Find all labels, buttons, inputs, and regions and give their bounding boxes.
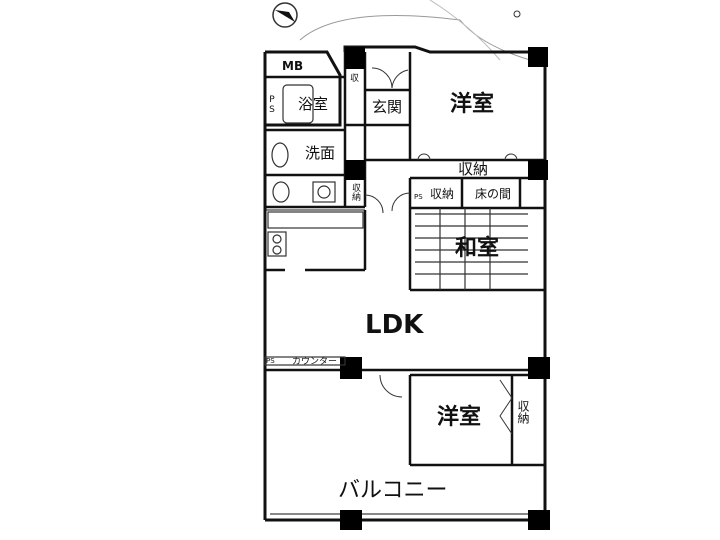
fixtures	[264, 84, 528, 366]
compass-icon	[272, 2, 298, 28]
stove-icon	[267, 231, 287, 257]
room-ldk: LDK	[365, 310, 424, 340]
toilet-icon	[271, 142, 289, 168]
room-entrance: 玄関	[372, 98, 403, 116]
marker-icon	[513, 10, 521, 18]
room-tokonoma: 床の間	[475, 187, 512, 201]
room-storage-top: 収	[350, 74, 360, 84]
pillars	[340, 47, 550, 530]
room-balcony: バルコニー	[338, 478, 448, 503]
room-closet-bottom: 収納	[516, 400, 530, 424]
door-swings	[364, 67, 518, 435]
room-japanese: 和室	[455, 236, 500, 261]
room-storage-mid: 収納	[350, 183, 360, 201]
inner-walls	[265, 52, 545, 467]
outer-walls	[263, 45, 547, 522]
room-mb: MB	[282, 59, 304, 73]
counter-shelf	[264, 356, 346, 366]
exterior-curve	[299, 15, 531, 61]
room-washroom: 洗面	[305, 144, 336, 162]
sink-icon	[317, 185, 331, 199]
room-bath: 浴室	[298, 95, 329, 113]
kitchen-counter	[267, 211, 364, 229]
room-closet-top: 収納	[458, 160, 489, 178]
room-counter: カウンター	[292, 357, 338, 367]
room-western-top: 洋室	[450, 92, 495, 117]
room-western-bottom: 洋室	[437, 405, 482, 430]
toilet-icon	[272, 181, 290, 203]
room-ps-mid: PS	[414, 193, 423, 201]
room-ps-left: PS	[267, 95, 277, 115]
room-ps-lower: PS	[266, 357, 275, 365]
room-closet-small: 収納	[430, 187, 455, 201]
sink-icon	[312, 181, 336, 203]
bathtub-icon	[282, 84, 314, 124]
